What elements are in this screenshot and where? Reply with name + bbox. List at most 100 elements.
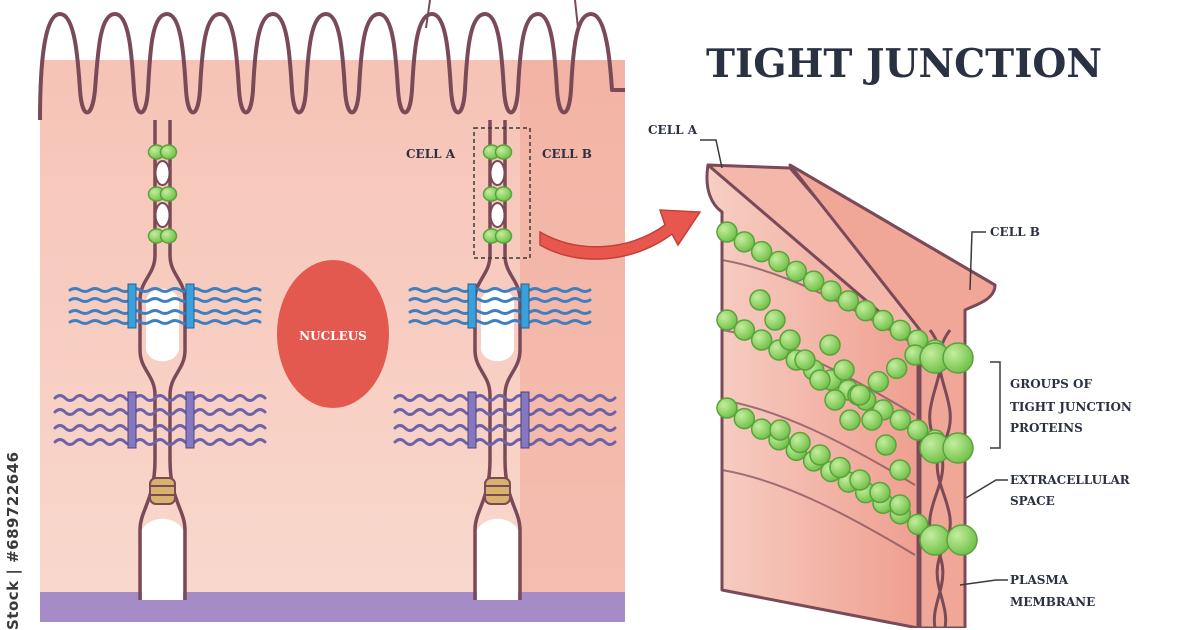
junction-column-left <box>138 120 187 600</box>
tj-strand-bead <box>789 431 811 454</box>
tj-strand-bead <box>764 309 786 331</box>
tj-strand-bead <box>854 299 877 322</box>
tj-strand-bead <box>829 456 851 479</box>
tight-junction-proteins-right <box>482 144 513 244</box>
intercellular-gap <box>489 202 506 228</box>
cell-a-label-right: CELL A <box>648 123 698 137</box>
tj-strand-bead <box>837 290 860 312</box>
tj-strand-bead <box>849 384 871 406</box>
desmosome-filament <box>68 319 262 325</box>
tj-strand-bead <box>733 231 756 253</box>
tj-strand-bead <box>768 250 790 273</box>
tj-strand-bead <box>716 397 738 419</box>
adherens-filament <box>53 424 267 432</box>
desmosome-plaque <box>127 283 137 329</box>
tight-junction-strands <box>716 221 978 556</box>
tj-strand-bead <box>750 418 773 440</box>
junction-column-right <box>473 120 522 600</box>
desmosome-filament <box>408 297 592 303</box>
tj-strand-bead <box>733 319 756 341</box>
adherens-filament <box>53 408 267 416</box>
groups-label-line3: PROTEINS <box>1010 421 1083 435</box>
groups-label-line1: GROUPS OF <box>1010 377 1092 391</box>
tj-strand-bead <box>889 409 912 431</box>
tj-strand-bead <box>749 289 771 311</box>
nucleus-label: NUCLEUS <box>299 329 367 343</box>
adherens-filament <box>393 408 617 416</box>
tj-strand-bead <box>885 357 908 380</box>
tj-strand-bead <box>875 434 897 456</box>
tj-strand-bead <box>872 309 894 332</box>
tj-junction-bead <box>946 524 978 556</box>
desmosome-plaque <box>467 283 477 329</box>
junction-3d-view <box>705 163 997 628</box>
tj-strand-bead <box>861 409 883 431</box>
tj-strand-bead <box>867 370 890 393</box>
tj-strand-bead <box>785 260 808 283</box>
pointer-line <box>574 0 579 29</box>
cell-b-shade <box>520 60 625 605</box>
tj-strand-bead <box>833 359 855 381</box>
tight-junction-proteins-left <box>147 144 178 244</box>
tj-strand-bead <box>794 349 816 371</box>
adherens-filaments <box>53 391 617 449</box>
tj-strand-bead <box>802 270 825 292</box>
tj-strand-bead <box>824 389 846 411</box>
tj-strand-bead <box>716 221 738 243</box>
epithelium-panel: NUCLEUS CELL A CELL B <box>38 0 625 622</box>
extracellular-label-line2: SPACE <box>1010 494 1055 508</box>
tj-protein <box>159 186 178 202</box>
tj-strand-bead <box>889 319 912 342</box>
tj-strand-bead <box>889 459 911 481</box>
desmosome-plaque <box>520 283 530 329</box>
adherens-filament <box>393 438 617 446</box>
microvilli <box>38 12 625 121</box>
tj-strand-bead <box>819 334 841 356</box>
tj-strand-bead <box>849 469 871 491</box>
tj-protein <box>494 186 513 202</box>
zoom-box <box>473 127 531 259</box>
tj-junction-bead <box>942 342 974 374</box>
tj-strand-bead <box>750 329 773 351</box>
tj-strand-bead <box>750 240 773 263</box>
stock-watermark: Stock | #689722646 <box>4 451 22 630</box>
tj-junction-bead <box>942 432 974 464</box>
zoom-arrow <box>539 209 702 260</box>
nucleus <box>277 260 389 408</box>
desmosome-filament <box>408 309 592 315</box>
tj-strand-bead <box>769 419 791 441</box>
extracellular-label-line1: EXTRACELLULAR <box>1010 473 1131 487</box>
cell-b-label-right: CELL B <box>990 225 1040 239</box>
tj-strand-bead <box>906 419 929 441</box>
gap-junction-left <box>149 477 176 505</box>
tj-strand-bead <box>869 481 891 504</box>
desmosome-filaments <box>68 283 592 329</box>
tj-strand-bead <box>716 309 738 331</box>
desmosome-filament <box>408 319 592 325</box>
plasma-membrane-label-line2: MEMBRANE <box>1010 595 1095 609</box>
cell-b-label-left: CELL B <box>542 147 592 161</box>
adherens-filament <box>53 438 267 446</box>
adherens-filament <box>393 394 617 402</box>
tj-strand-bead <box>809 444 831 466</box>
intercellular-gap <box>489 160 506 186</box>
desmosome-filament <box>68 297 262 303</box>
tj-strand-bead <box>820 280 842 302</box>
basement-membrane <box>40 592 625 622</box>
adherens-plaque <box>467 391 477 449</box>
pointer-line <box>425 0 431 29</box>
tj-strand-bead <box>889 494 911 516</box>
intercellular-gap <box>154 160 171 186</box>
tj-strand-bead <box>839 409 861 431</box>
tj-strand-bead <box>779 329 801 351</box>
gap-junction-right <box>484 477 511 505</box>
desmosome-filament <box>68 287 262 293</box>
adherens-plaque <box>127 391 137 449</box>
tj-protein <box>494 228 513 244</box>
tj-strand-bead <box>906 513 929 536</box>
adherens-filament <box>53 394 267 402</box>
plasma-membrane-label-line1: PLASMA <box>1010 573 1069 587</box>
tj-junction-bead <box>919 524 951 556</box>
